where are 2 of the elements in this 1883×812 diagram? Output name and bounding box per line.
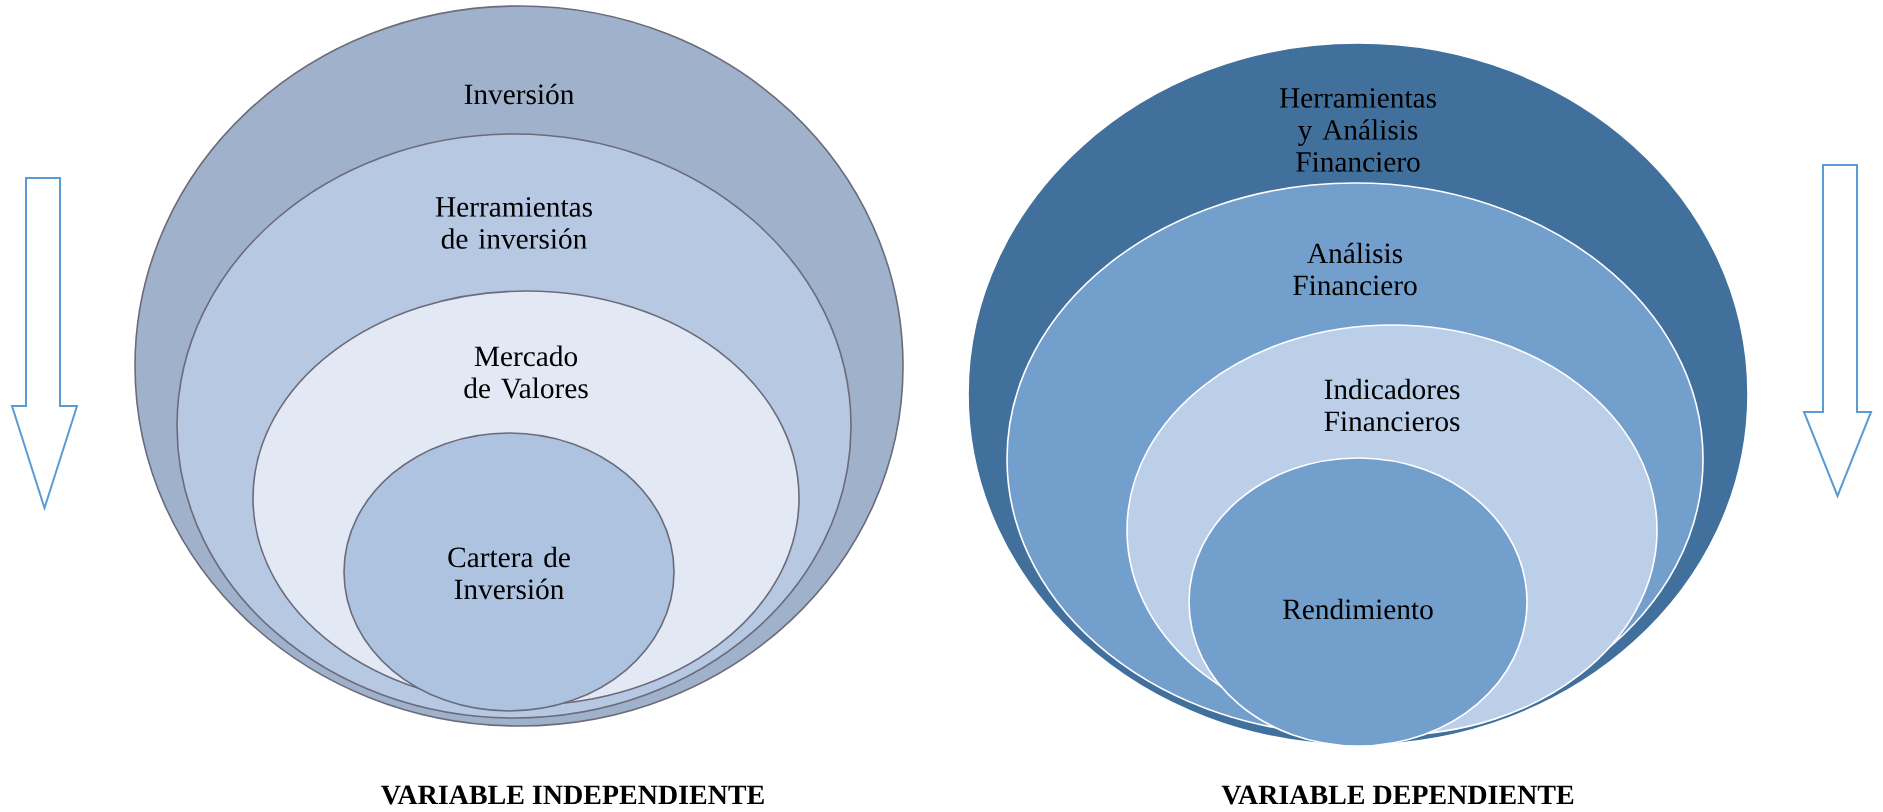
variable-caption: VARIABLE DEPENDIENTE [1221, 785, 1574, 805]
variable-caption: VARIABLE INDEPENDIENTE [381, 785, 764, 805]
